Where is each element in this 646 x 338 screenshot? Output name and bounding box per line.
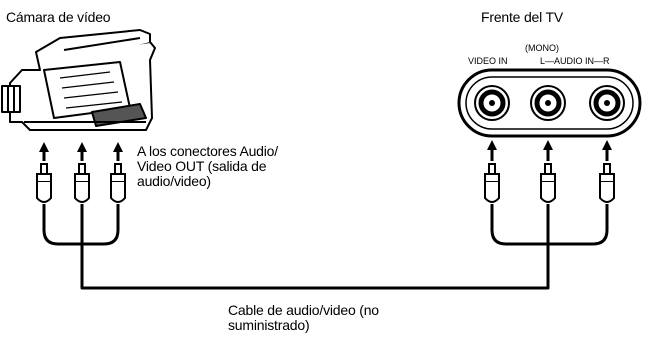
- tv-title: Frente del TV: [481, 9, 563, 25]
- av-cable: [42, 204, 609, 290]
- camera-title: Cámara de vídeo: [6, 9, 111, 25]
- tv-video-in-label: VIDEO IN: [468, 56, 508, 66]
- tv-audio-in-label: L—AUDIO IN—R: [540, 56, 610, 66]
- tv-jack-video: [474, 85, 510, 121]
- cable-note-line2: suministrado): [228, 317, 310, 333]
- camera-arrows: [39, 142, 123, 161]
- camera-plugs: [36, 163, 126, 203]
- tv-arrows: [487, 140, 612, 161]
- tv-jack-audio-r: [589, 85, 625, 121]
- tv-panel: [457, 68, 642, 138]
- tv-jack-audio-l: [530, 85, 566, 121]
- camcorder-illustration: [1, 29, 156, 131]
- tv-plugs: [484, 163, 615, 203]
- tv-mono-label: (MONO): [525, 43, 559, 53]
- connectors-note-line1: A los conectores Audio/: [137, 143, 278, 159]
- cable-note-line1: Cable de audio/video (no: [228, 302, 379, 318]
- connectors-note-line2: Video OUT (salida de: [137, 158, 267, 174]
- connectors-note-line3: audio/video): [137, 173, 211, 189]
